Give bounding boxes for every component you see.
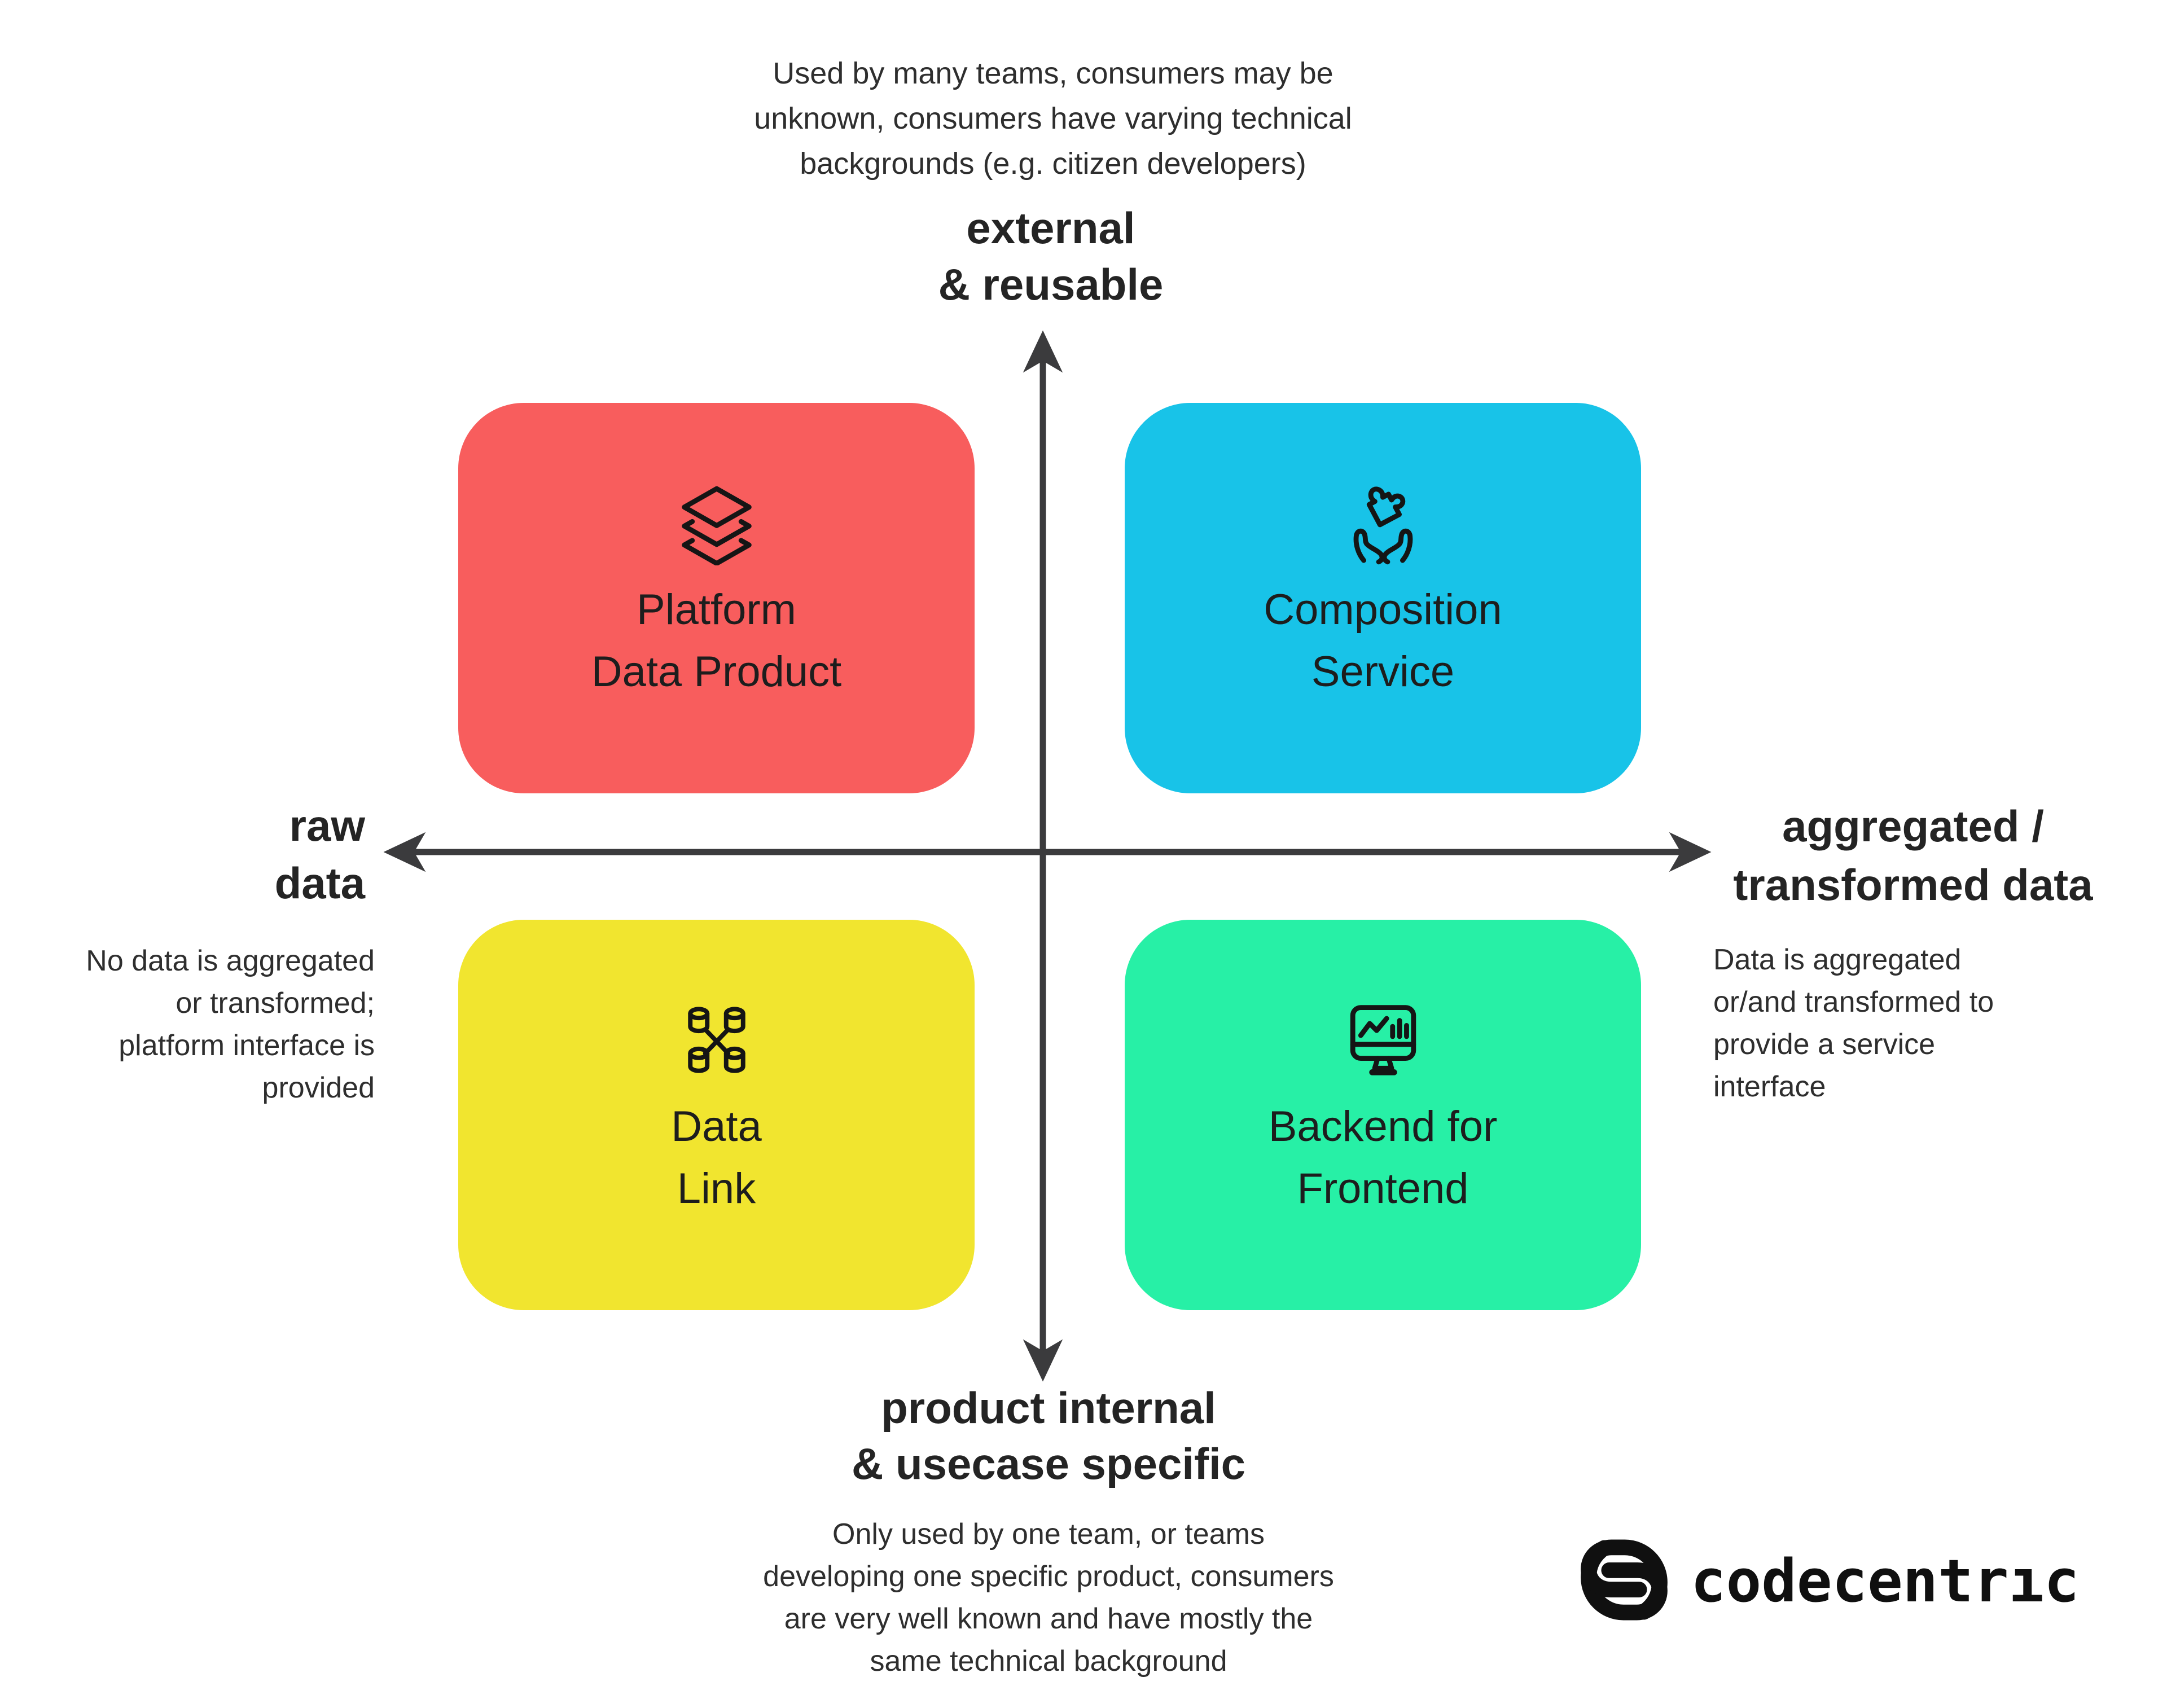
right-axis-annotation: Data is aggregated or/and transformed to… xyxy=(1713,943,1994,1103)
y-axis-top-label: external & reusable xyxy=(938,203,1164,309)
quadrant-data-link: Data Link xyxy=(458,920,975,1310)
y-axis-bottom-label: product internal & usecase specific xyxy=(851,1383,1246,1489)
x-axis-left-label: raw data xyxy=(274,801,365,908)
quadrant-label: Composition Service xyxy=(1264,586,1502,696)
left-axis-annotation: No data is aggregated or transformed; pl… xyxy=(86,945,375,1104)
codecentric-wordmark: codecentrıc xyxy=(1691,1547,2080,1615)
layers-icon xyxy=(674,481,759,565)
linked-databases-icon xyxy=(674,998,759,1082)
quadrant-composition-service: Composition Service xyxy=(1125,403,1641,793)
quadrant-label: Platform Data Product xyxy=(591,586,842,696)
quadrant-backend-for-frontend: Backend for Frontend xyxy=(1125,920,1641,1310)
x-axis-right-label: aggregated / transformed data xyxy=(1733,801,2093,910)
top-axis-annotation: Used by many teams, consumers may be unk… xyxy=(754,56,1352,181)
monitor-chart-icon xyxy=(1341,998,1425,1082)
quadrant-platform-data-product: Platform Data Product xyxy=(458,403,975,793)
hands-holding-puzzle-icon xyxy=(1341,481,1425,565)
codecentric-logo: codecentrıc xyxy=(1574,1525,2080,1637)
quadrant-label: Data Link xyxy=(671,1103,762,1213)
codecentric-logo-icon xyxy=(1574,1526,1674,1636)
bottom-axis-annotation: Only used by one team, or teams developi… xyxy=(763,1518,1334,1678)
quadrant-label: Backend for Frontend xyxy=(1268,1103,1498,1213)
